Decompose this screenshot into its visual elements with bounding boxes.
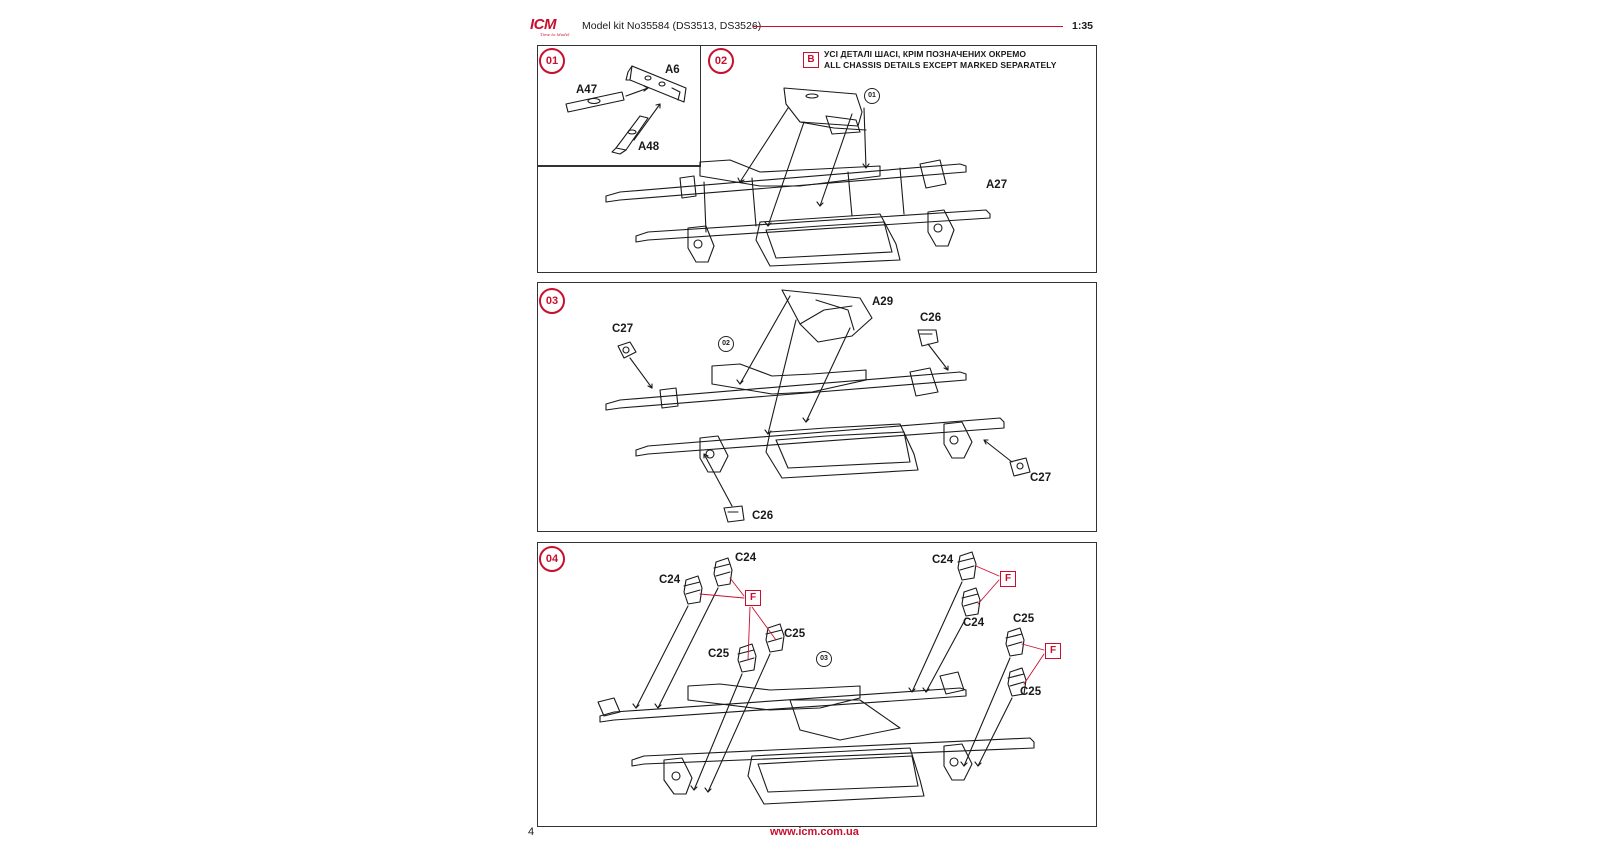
step-03-arrows bbox=[629, 295, 1013, 507]
bracket-drawing-step-02 bbox=[783, 87, 867, 135]
step-02-note: УСІ ДЕТАЛІ ШАСІ, КРІМ ПОЗНАЧЕНИХ ОКРЕМО … bbox=[824, 49, 1057, 71]
step-02-ref: 01 bbox=[864, 88, 880, 104]
part-label-c27-right: C27 bbox=[1030, 472, 1052, 484]
step-03-number: 03 bbox=[539, 288, 565, 314]
part-a29-drawing bbox=[781, 289, 873, 343]
website-link[interactable]: www.icm.com.ua bbox=[770, 826, 859, 838]
step-02-number: 02 bbox=[708, 48, 734, 74]
step-04-badge-f-right: F bbox=[1045, 643, 1061, 659]
step-04-ref: 03 bbox=[816, 651, 832, 667]
step-04-arrows bbox=[632, 581, 1013, 793]
part-a48-drawing bbox=[611, 115, 649, 155]
step-02-panel bbox=[537, 45, 1097, 273]
part-c27-right-drawing bbox=[1009, 457, 1031, 477]
part-label-c24-c: C24 bbox=[932, 554, 954, 566]
part-label-a47: A47 bbox=[576, 84, 598, 96]
part-label-a29: A29 bbox=[872, 296, 894, 308]
step-03-ref: 02 bbox=[718, 336, 734, 352]
part-label-a6: A6 bbox=[665, 64, 680, 76]
step-02-arrows bbox=[737, 107, 870, 227]
note-english: ALL CHASSIS DETAILS EXCEPT MARKED SEPARA… bbox=[824, 60, 1057, 70]
part-label-c25-c: C25 bbox=[1013, 613, 1035, 625]
part-label-c26-top: C26 bbox=[920, 312, 942, 324]
chassis-frame-step-02 bbox=[605, 159, 991, 267]
part-a47-drawing bbox=[565, 91, 625, 113]
step-01-arrows bbox=[625, 85, 661, 141]
chassis-frame-step-04 bbox=[597, 671, 1035, 805]
step-04-badge-f-left: F bbox=[745, 590, 761, 606]
part-label-c24-b: C24 bbox=[659, 574, 681, 586]
brand-logo: ICM Time to Model bbox=[528, 16, 578, 38]
page-number: 4 bbox=[528, 826, 535, 838]
brand-tagline: Time to Model bbox=[540, 32, 570, 37]
chassis-frame-step-03 bbox=[605, 363, 1005, 479]
model-kit-title: Model kit No35584 (DS3513, DS3526) bbox=[582, 20, 762, 32]
part-label-c25-b: C25 bbox=[708, 648, 730, 660]
part-label-a48: A48 bbox=[638, 141, 660, 153]
badge-leader-lines bbox=[699, 565, 1045, 685]
part-label-c26-bottom: C26 bbox=[752, 510, 774, 522]
brand-name: ICM bbox=[530, 16, 557, 33]
part-label-a27: A27 bbox=[986, 179, 1008, 191]
step-01-divider-h bbox=[537, 165, 701, 166]
step-02-badge-b: B bbox=[803, 52, 819, 68]
page-header: ICM Time to Model Model kit No35584 (DS3… bbox=[528, 16, 1093, 38]
part-a6-drawing bbox=[625, 65, 687, 103]
part-label-c25-a: C25 bbox=[784, 628, 806, 640]
step-01-panel bbox=[537, 45, 701, 167]
part-c27-left-drawing bbox=[617, 341, 637, 359]
step-04-badge-f-top: F bbox=[1000, 571, 1016, 587]
part-label-c24-d: C24 bbox=[963, 617, 985, 629]
part-label-c27-left: C27 bbox=[612, 323, 634, 335]
part-c26-bottom-drawing bbox=[723, 505, 745, 523]
step-01-divider-v bbox=[700, 45, 701, 165]
part-label-c24-a: C24 bbox=[735, 552, 757, 564]
step-04-number: 04 bbox=[539, 546, 565, 572]
step-01-number: 01 bbox=[539, 48, 565, 74]
shock-absorbers-step-04 bbox=[683, 551, 1027, 697]
step-04-panel bbox=[537, 542, 1097, 827]
scale-label: 1:35 bbox=[1071, 20, 1093, 32]
note-ukrainian: УСІ ДЕТАЛІ ШАСІ, КРІМ ПОЗНАЧЕНИХ ОКРЕМО bbox=[824, 49, 1027, 59]
part-label-c25-d: C25 bbox=[1020, 686, 1042, 698]
header-rule bbox=[753, 26, 1063, 27]
part-c26-top-drawing bbox=[917, 329, 939, 347]
